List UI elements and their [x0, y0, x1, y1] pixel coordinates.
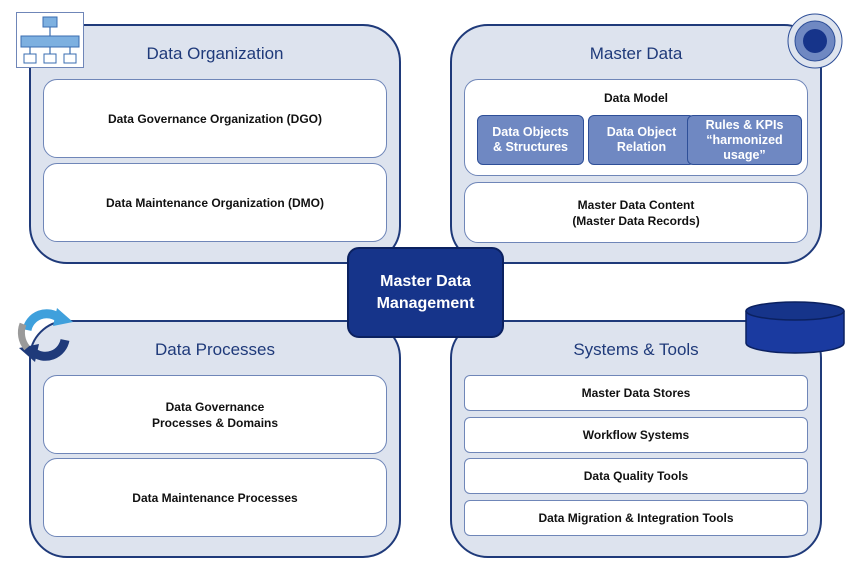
data-quality-tools-box: Data Quality Tools: [464, 458, 808, 494]
data-migration-tools-box: Data Migration & Integration Tools: [464, 500, 808, 536]
data-organization-title: Data Organization: [146, 44, 284, 63]
data-model-box: Data Model Data Objects & Structures Dat…: [464, 79, 808, 176]
org-chart-icon: [16, 12, 84, 68]
data-organization-panel: Data Organization Data Governance Organi…: [29, 24, 401, 264]
data-model-title: Data Model: [603, 91, 668, 105]
data-processes-panel: Data Processes Data Governance Processes…: [29, 320, 401, 558]
database-icon: [745, 301, 845, 355]
rules-kpis-chip: Rules & KPIs “harmonized usage”: [687, 115, 802, 165]
data-objects-chip: Data Objects & Structures: [477, 115, 584, 165]
target-icon: [787, 13, 843, 69]
systems-tools-title: Systems & Tools: [573, 340, 699, 359]
data-processes-title: Data Processes: [155, 340, 275, 359]
cycle-arrows-icon: [13, 302, 79, 368]
systems-tools-panel: Systems & Tools Master Data Stores Workf…: [450, 320, 822, 558]
master-data-stores-box: Master Data Stores: [464, 375, 808, 411]
workflow-systems-box: Workflow Systems: [464, 417, 808, 453]
master-data-panel: Master Data Data Model Data Objects & St…: [450, 24, 822, 264]
data-governance-processes-box: Data Governance Processes & Domains: [43, 375, 387, 454]
master-data-management-center: Master Data Management: [347, 247, 504, 338]
master-data-title: Master Data: [589, 44, 683, 63]
dgo-box: Data Governance Organization (DGO): [43, 79, 387, 158]
dmo-box: Data Maintenance Organization (DMO): [43, 163, 387, 242]
data-object-relation-chip: Data Object Relation: [588, 115, 695, 165]
master-data-content-box: Master Data Content (Master Data Records…: [464, 182, 808, 243]
data-maintenance-processes-box: Data Maintenance Processes: [43, 458, 387, 537]
